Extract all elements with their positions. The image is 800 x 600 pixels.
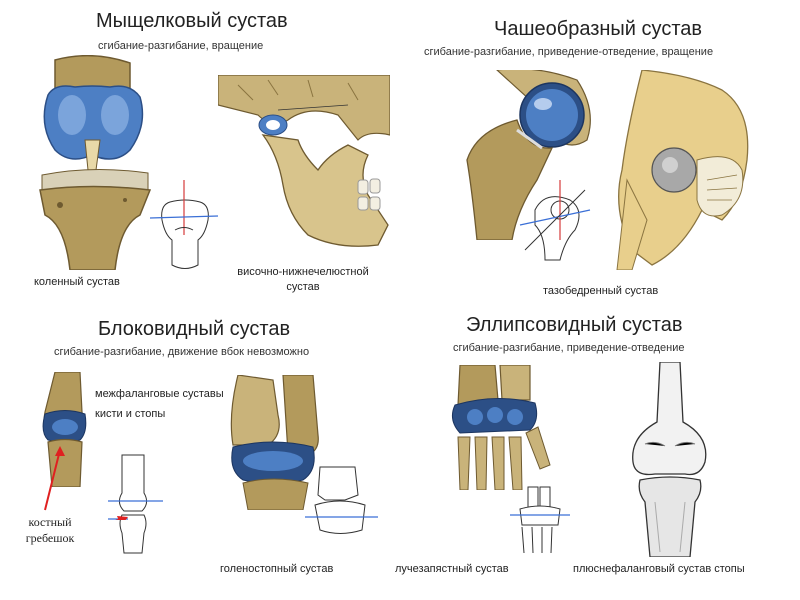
mtp-caption: плюснефаланговый сустав стопы [573,563,745,575]
ball-joint-illustration [457,70,597,240]
ankle-caption: голеностопный сустав [220,563,334,575]
interphalangeal-caption: межфаланговые суставы кисти и стопы [95,388,224,420]
tmj-illustration [218,75,390,265]
interphalangeal-illustration [40,372,90,487]
hinge-subtitle: сгибание-разгибание, движение вбок невоз… [54,346,310,358]
ball-title: Чашеобразный сустав [494,18,702,40]
ankle-axis-sketch [300,465,380,540]
hip-pelvis-illustration [612,70,762,270]
mtp-joint-illustration [615,362,725,557]
tmj-caption: височно-нижнечелюстной сустав [237,266,369,293]
wrist-caption: лучезапястный сустав [395,563,509,575]
wrist-joint-illustration [440,365,555,490]
ankle-joint-illustration [228,375,328,510]
ball-subtitle: сгибание-разгибание, приведение-отведени… [424,46,714,58]
ellipsoid-title: Эллипсовидный сустав [466,314,683,336]
ridge-caption: костный гребешок [25,515,75,545]
interphalangeal-axis-sketch [108,453,163,558]
condylar-subtitle: сгибание-разгибание, вращение [98,40,264,52]
wrist-axis-sketch [510,485,570,555]
ellipsoid-subtitle: сгибание-разгибание, приведение-отведени… [453,342,685,354]
knee-caption: коленный сустав [34,276,120,288]
condylar-title: Мыщелковый сустав [96,10,288,32]
ridge-arrows [25,440,135,520]
hinge-title: Блоковидный сустав [98,318,291,340]
hip-caption: тазобедренный сустав [543,285,659,297]
hip-axis-sketch [515,180,595,270]
knee-joint-illustration [30,55,155,270]
knee-axis-sketch [150,180,220,275]
